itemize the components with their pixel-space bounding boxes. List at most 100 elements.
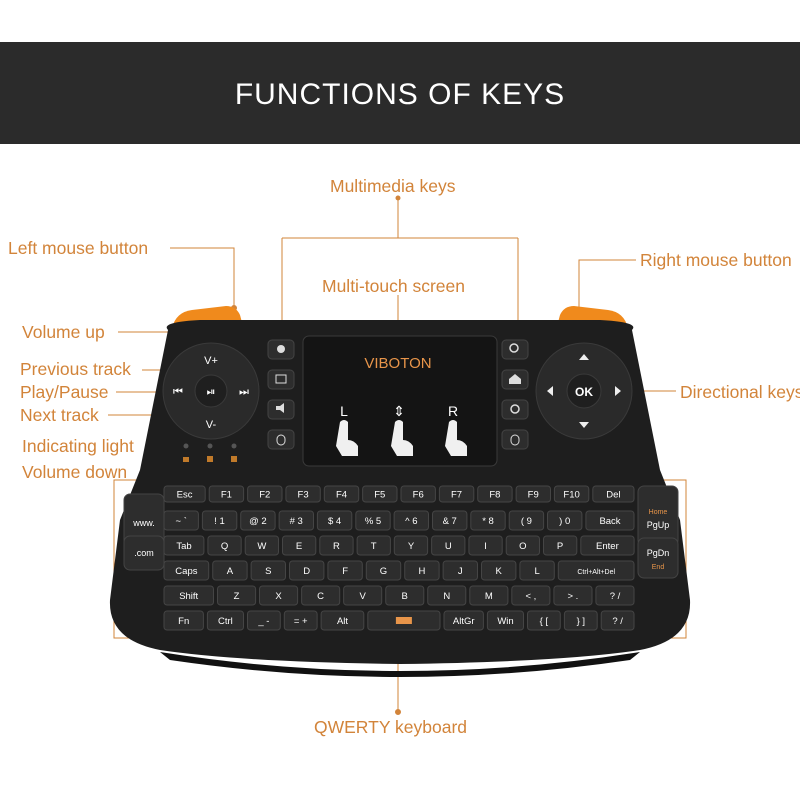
key-cap[interactable] [356,535,391,556]
key-cap[interactable] [212,560,248,581]
prev-track-key[interactable]: ⏮ [173,386,183,398]
callout-qwerty-keyboard: QWERTY keyboard [314,717,468,737]
key-cap[interactable] [585,510,635,531]
key-cap[interactable] [207,535,242,556]
key-cap[interactable] [285,485,321,503]
key-cap[interactable] [592,485,635,503]
key-cap[interactable] [163,560,210,581]
key-cap[interactable] [519,560,555,581]
end-key[interactable]: End [652,564,665,571]
key-cap[interactable] [477,485,513,503]
multimedia-keys-left [267,339,295,450]
key-cap[interactable] [247,610,281,631]
keyboard-base-shadow [160,652,640,677]
key-cap[interactable] [327,560,363,581]
key-cap[interactable] [247,485,283,503]
key-cap[interactable] [553,585,593,606]
key-cap[interactable] [206,610,244,631]
key-label: S [265,566,271,577]
key-cap[interactable] [469,585,509,606]
key-label: F3 [298,490,309,501]
key-cap[interactable] [511,585,551,606]
key-cap[interactable] [580,535,635,556]
key-cap[interactable] [316,510,353,531]
key-label: } ] [577,616,585,627]
key-label: T [371,541,377,552]
key-cap[interactable] [343,585,383,606]
key-cap[interactable] [163,485,206,503]
key-cap[interactable] [320,610,365,631]
key-cap[interactable] [362,485,398,503]
play-pause-key[interactable]: ⏯ [207,386,216,398]
key-label: U [445,541,452,552]
key-cap[interactable] [557,560,635,581]
key-label: = + [294,616,308,627]
dotcom-key[interactable]: .com [134,548,154,558]
key-cap[interactable] [355,510,391,531]
key-cap[interactable] [393,510,430,531]
key-cap[interactable] [244,535,279,556]
key-cap[interactable] [240,510,276,531]
key-cap[interactable] [505,535,541,556]
key-cap[interactable] [553,485,590,503]
key-cap[interactable] [163,535,205,556]
key-cap[interactable] [547,510,583,531]
key-cap[interactable] [432,510,468,531]
key-cap[interactable] [443,610,484,631]
key-cap[interactable] [319,535,354,556]
key-cap[interactable] [163,610,204,631]
key-cap[interactable] [323,485,360,503]
key-cap[interactable] [527,610,561,631]
key-cap[interactable] [481,560,517,581]
ok-key[interactable]: OK [575,385,593,399]
key-cap[interactable] [404,560,440,581]
key-cap[interactable] [600,610,635,631]
key-cap[interactable] [431,535,466,556]
key-cap[interactable] [468,535,503,556]
key-label: $ 4 [328,516,341,527]
key-label: F10 [563,490,579,501]
volume-up-key[interactable]: V+ [204,355,218,367]
key-cap[interactable] [515,485,551,503]
key-label: > . [567,591,578,602]
key-cap[interactable] [250,560,287,581]
key-cap[interactable] [365,560,402,581]
key-cap[interactable] [470,510,506,531]
next-track-key[interactable]: ⏭ [239,386,249,398]
pgup-key[interactable]: PgUp [647,520,670,530]
key-cap[interactable] [208,485,245,503]
key-cap[interactable] [201,510,238,531]
key-cap[interactable] [278,510,315,531]
callout-directional-keys: Directional keys [680,382,800,402]
key-cap[interactable] [283,610,318,631]
key-label: I [484,541,487,552]
key-cap[interactable] [282,535,317,556]
key-cap[interactable] [427,585,467,606]
key-cap[interactable] [393,535,429,556]
key-label: J [458,566,463,577]
volume-down-key[interactable]: V- [206,419,217,431]
key-cap[interactable] [400,485,436,503]
key-cap[interactable] [163,510,199,531]
key-cap[interactable] [442,560,479,581]
key-cap[interactable] [508,510,545,531]
key-label: Fn [178,616,189,627]
key-cap[interactable] [217,585,257,606]
key-cap[interactable] [595,585,635,606]
key-label: H [418,566,425,577]
key-cap[interactable] [301,585,341,606]
key-cap[interactable] [385,585,425,606]
pgdn-key[interactable]: PgDn [647,548,670,558]
www-key[interactable]: www. [132,518,155,528]
key-cap[interactable] [563,610,598,631]
home-key[interactable]: Home [649,509,668,516]
key-cap[interactable] [438,485,475,503]
key-cap[interactable] [289,560,325,581]
key-cap[interactable] [163,585,214,606]
callout-next-track: Next track [20,405,99,425]
key-label: C [317,591,324,602]
key-cap[interactable] [543,535,578,556]
callout-play-pause: Play/Pause [20,382,109,402]
key-cap[interactable] [259,585,299,606]
key-cap[interactable] [486,610,524,631]
